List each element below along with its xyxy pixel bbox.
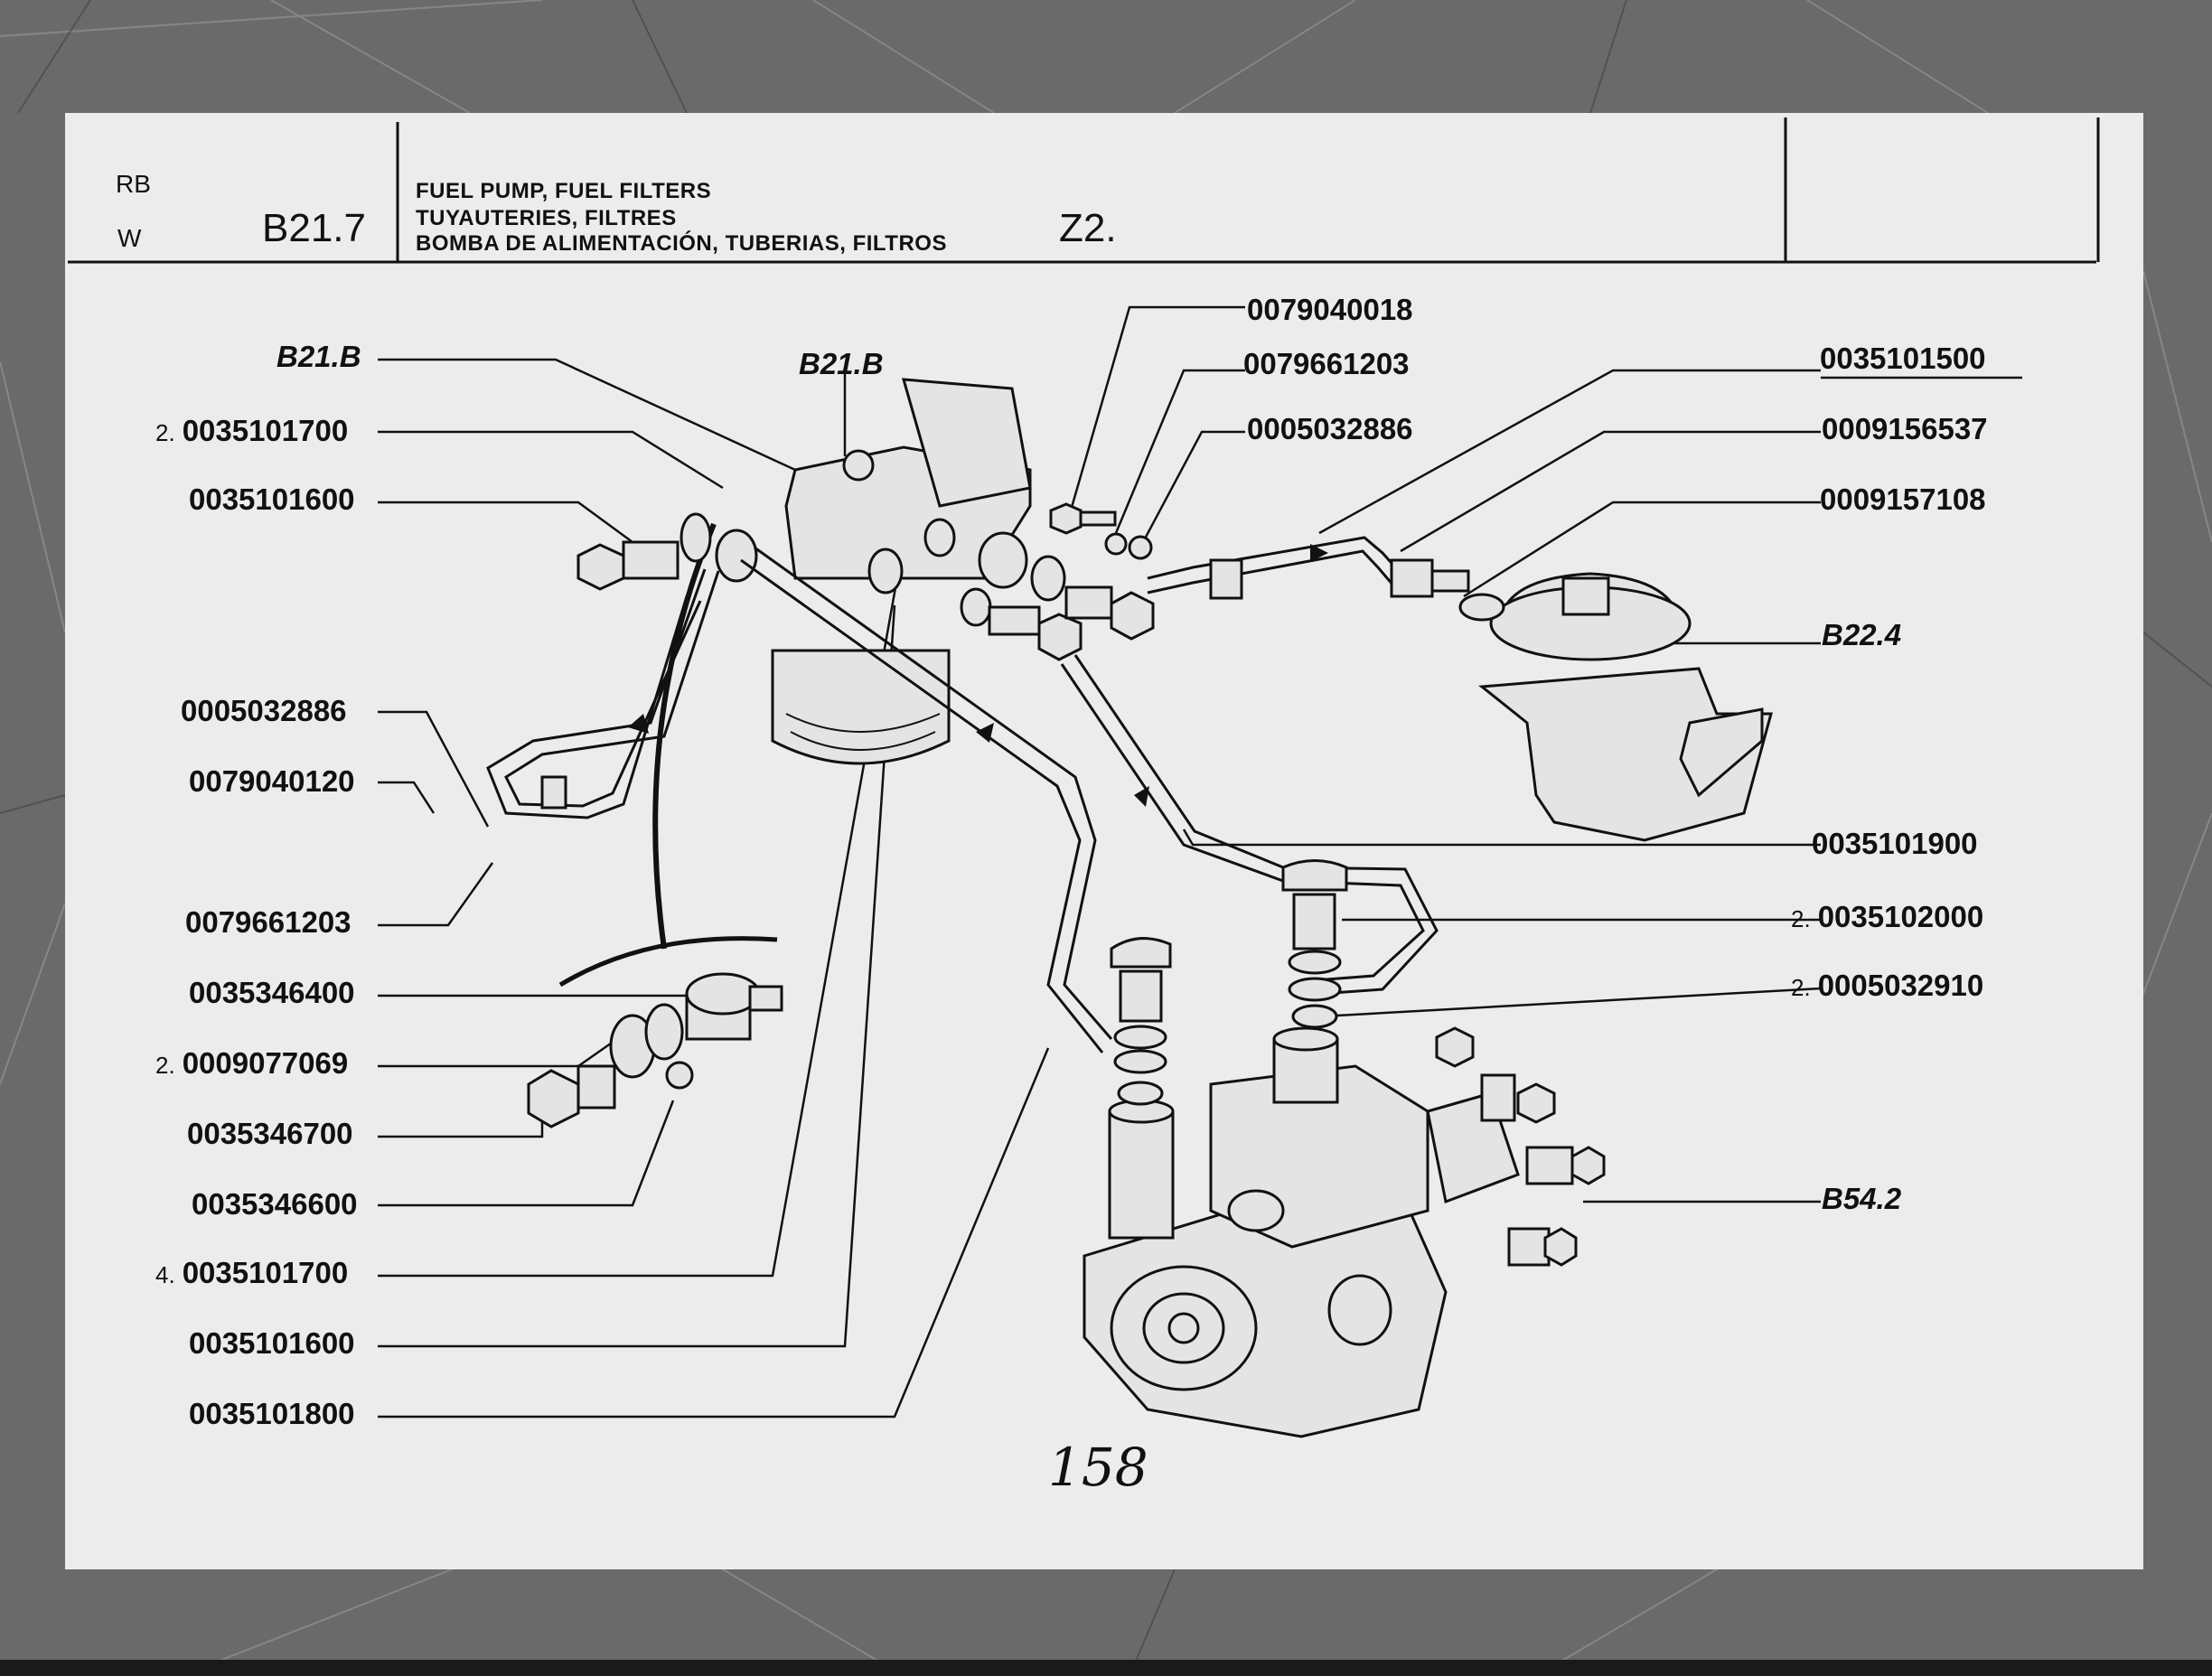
part-label[interactable]: 0079661203 bbox=[1243, 347, 1410, 380]
part-label[interactable]: 2. 0035101700 bbox=[155, 414, 348, 448]
part-label[interactable]: 0035346600 bbox=[192, 1187, 358, 1221]
part-number: 0005032910 bbox=[1817, 969, 1984, 1002]
part-number: 0009077069 bbox=[182, 1046, 349, 1080]
part-label[interactable]: 0035101800 bbox=[189, 1397, 355, 1430]
part-label[interactable]: 0009156537 bbox=[1822, 412, 1988, 445]
part-number: 0035101700 bbox=[182, 1256, 349, 1289]
part-label[interactable]: 0035101900 bbox=[1812, 827, 1978, 860]
part-label[interactable]: 0035101600 bbox=[189, 1326, 355, 1360]
title-spanish: BOMBA DE ALIMENTACIÓN, TUBERIAS, FILTROS bbox=[416, 231, 947, 256]
quantity: 2. bbox=[155, 419, 175, 446]
header-code-top: RB bbox=[116, 170, 151, 198]
part-label[interactable]: 0035346700 bbox=[187, 1117, 353, 1150]
part-label[interactable]: 0035101500 bbox=[1820, 342, 1986, 375]
title-english: FUEL PUMP, FUEL FILTERS bbox=[416, 179, 712, 203]
ref-label-b21b-center[interactable]: B21.B bbox=[799, 347, 884, 380]
quantity: 4. bbox=[155, 1261, 175, 1288]
ref-label-b22-4[interactable]: B22.4 bbox=[1822, 618, 1902, 651]
part-label[interactable]: 0079661203 bbox=[185, 905, 351, 939]
group-code: Z2. bbox=[1059, 206, 1117, 250]
part-number: 0035102000 bbox=[1817, 900, 1984, 933]
section-number: B21.7 bbox=[262, 206, 366, 250]
quantity: 2. bbox=[1791, 974, 1811, 1001]
quantity: 2. bbox=[155, 1052, 175, 1079]
part-label[interactable]: 0005032886 bbox=[181, 694, 347, 727]
part-label[interactable]: 0035101600 bbox=[189, 482, 355, 516]
ref-label-b21b-left[interactable]: B21.B bbox=[276, 340, 361, 373]
title-french: TUYAUTERIES, FILTRES bbox=[416, 206, 677, 230]
part-label[interactable]: 0009157108 bbox=[1820, 482, 1986, 516]
part-label[interactable]: 0035346400 bbox=[189, 976, 355, 1009]
quantity: 2. bbox=[1791, 905, 1811, 932]
part-label[interactable]: 0005032886 bbox=[1247, 412, 1413, 445]
part-label[interactable]: 2.0035102000 bbox=[1791, 900, 1983, 934]
part-label[interactable]: 0079040018 bbox=[1247, 293, 1413, 326]
part-label[interactable]: 0079040120 bbox=[189, 764, 355, 798]
header-code-bottom: W bbox=[117, 224, 142, 252]
part-label[interactable]: 2. 0009077069 bbox=[155, 1046, 348, 1081]
part-label[interactable]: 4. 0035101700 bbox=[155, 1256, 348, 1290]
ref-label-b54-2[interactable]: B54.2 bbox=[1822, 1182, 1902, 1215]
part-label[interactable]: 2.0005032910 bbox=[1791, 969, 1983, 1003]
part-number: 0035101700 bbox=[182, 414, 349, 447]
handwritten-page-number: 158 bbox=[1048, 1437, 1148, 1498]
